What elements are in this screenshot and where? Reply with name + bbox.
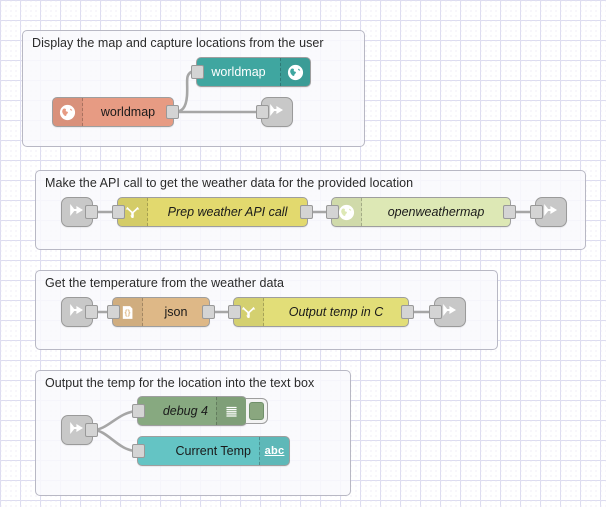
debug-list-icon [216,397,246,425]
node-output-port[interactable] [166,105,179,119]
abc-icon: abc [259,437,289,465]
node-link-out-1[interactable] [256,97,293,127]
node-debug-4[interactable]: debug 4 [132,396,268,426]
link-out-icon [267,100,287,125]
node-input-port[interactable] [228,305,241,319]
node-openweathermap[interactable]: openweathermap [326,197,516,227]
node-label: worldmap [211,65,266,79]
node-input-port[interactable] [107,305,120,319]
node-label: worldmap [100,105,156,119]
group-output-temp[interactable]: Output the temp for the location into th… [35,370,351,496]
node-output-port[interactable] [85,205,98,219]
node-output-port[interactable] [85,305,98,319]
debug-enable-indicator [249,402,264,420]
link-in-icon [67,300,87,325]
group-title: Make the API call to get the weather dat… [45,176,414,190]
node-label: debug 4 [162,404,208,418]
node-input-port[interactable] [256,105,269,119]
node-change-output-temp[interactable]: Output temp in C [228,297,414,327]
node-output-port[interactable] [202,305,215,319]
node-input-port[interactable] [530,205,543,219]
link-in-icon [67,418,87,443]
node-label: json [164,305,188,319]
group-title: Get the temperature from the weather dat… [45,276,284,290]
link-out-icon [440,300,460,325]
node-link-out-2[interactable] [530,197,567,227]
node-label: Current Temp [175,444,252,458]
node-link-in-3[interactable] [61,297,98,327]
node-output-port[interactable] [300,205,313,219]
debug-enable-button[interactable] [246,398,268,424]
node-label: Output temp in C [288,305,384,319]
node-link-out-3[interactable] [429,297,466,327]
node-output-port[interactable] [503,205,516,219]
globe-icon [280,58,310,86]
node-input-port[interactable] [191,65,204,79]
node-label: openweathermap [387,205,485,219]
node-link-in-2[interactable] [61,197,98,227]
node-input-port[interactable] [112,205,125,219]
svg-text:{}: {} [125,308,131,317]
node-label: Prep weather API call [167,205,288,219]
node-input-port[interactable] [326,205,339,219]
node-input-port[interactable] [132,404,145,418]
node-link-in-4[interactable] [61,415,98,445]
globe-icon [53,98,83,126]
node-json[interactable]: {} json [107,297,215,327]
group-title: Output the temp for the location into th… [45,376,315,390]
node-input-port[interactable] [132,444,145,458]
abc-glyph: abc [264,445,285,457]
node-change-prep-weather[interactable]: Prep weather API call [112,197,313,227]
group-display-map[interactable]: Display the map and capture locations fr… [22,30,365,147]
link-in-icon [67,200,87,225]
node-worldmap-out[interactable]: worldmap [191,57,311,87]
node-current-temp[interactable]: Current Temp abc [132,436,290,466]
group-title: Display the map and capture locations fr… [32,36,324,50]
node-output-port[interactable] [85,423,98,437]
node-input-port[interactable] [429,305,442,319]
node-worldmap-in[interactable]: worldmap [52,97,179,127]
link-out-icon [541,200,561,225]
node-output-port[interactable] [401,305,414,319]
